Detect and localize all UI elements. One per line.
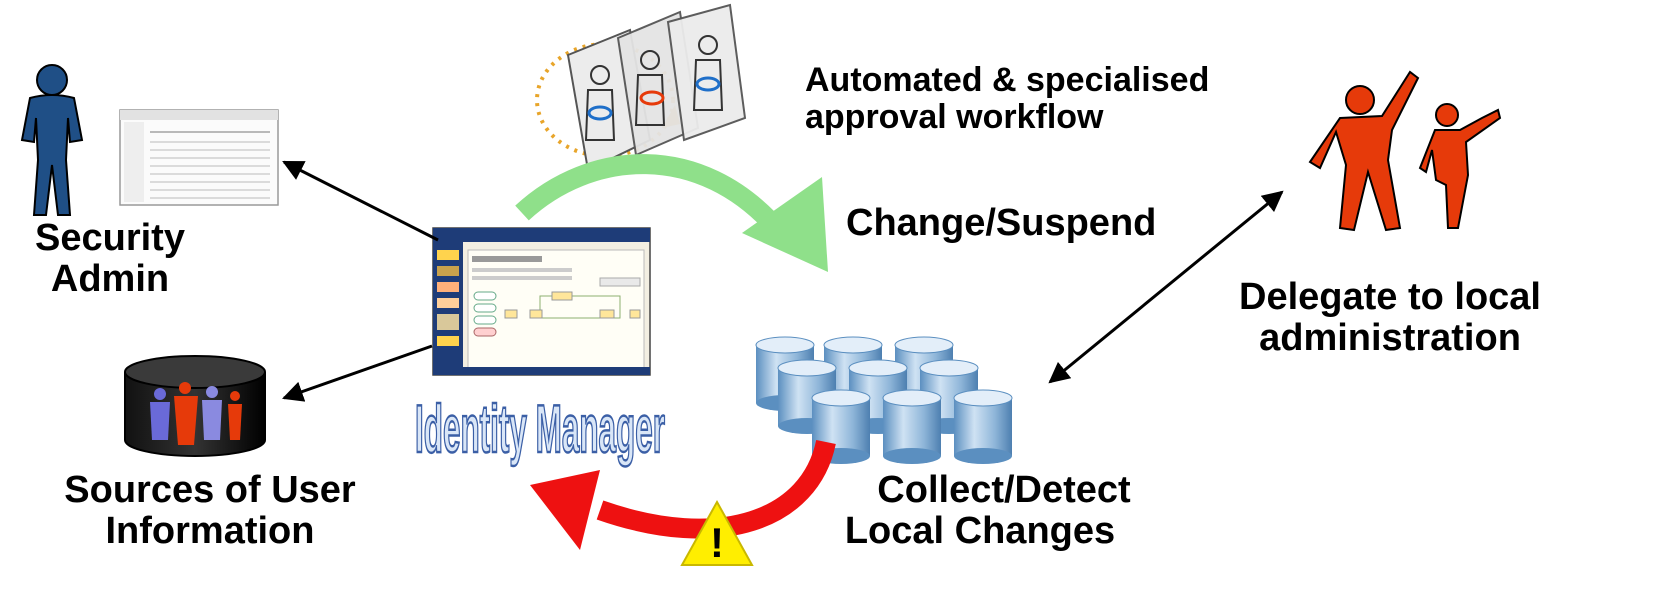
approval-workflow-line-2: approval workflow (805, 97, 1104, 136)
local-repositories-database-icon (755, 336, 1013, 464)
arrow-to-user-sources (282, 344, 433, 402)
warning-icon: ! (680, 499, 754, 566)
user-sources-line-1: Sources of User (64, 469, 356, 511)
delegate-line-1: Delegate to local (1239, 276, 1541, 318)
warning-symbol: ! (710, 519, 724, 566)
collect-detect-arrow (530, 439, 836, 550)
user-sources-database-icon (124, 355, 266, 457)
security-report-screenshot (119, 109, 279, 206)
approval-workflow-line-1: Automated & specialised (805, 61, 1210, 99)
security-admin-label: Security Admin (10, 217, 210, 301)
collect-detect-line-1: Collect/Detect (877, 469, 1131, 511)
arrow-delegate-local (1048, 190, 1284, 384)
delegate-label: Delegate to local administration (1190, 276, 1590, 360)
security-admin-person-icon (20, 64, 84, 216)
delegate-people-icon (1308, 70, 1502, 232)
security-admin-line-2: Admin (50, 258, 170, 301)
delegate-line-2: administration (1259, 317, 1521, 360)
approval-workflow-label: Automated & specialised approval workflo… (805, 62, 1209, 135)
collect-detect-line-2: Local Changes (844, 510, 1116, 553)
user-sources-label: Sources of User Information (20, 469, 400, 553)
user-sources-line-2: Information (105, 510, 315, 553)
collect-detect-label: Collect/Detect Local Changes (800, 469, 1160, 553)
identity-manager-title: Identity Manager (415, 391, 665, 467)
approval-workflow-panels-icon (535, 3, 747, 172)
change-suspend-arrow (515, 154, 828, 272)
security-admin-line-1: Security (35, 217, 185, 259)
arrow-to-security-admin (282, 160, 439, 242)
change-suspend-label: Change/Suspend (846, 202, 1157, 244)
identity-manager-screenshot (432, 227, 651, 376)
